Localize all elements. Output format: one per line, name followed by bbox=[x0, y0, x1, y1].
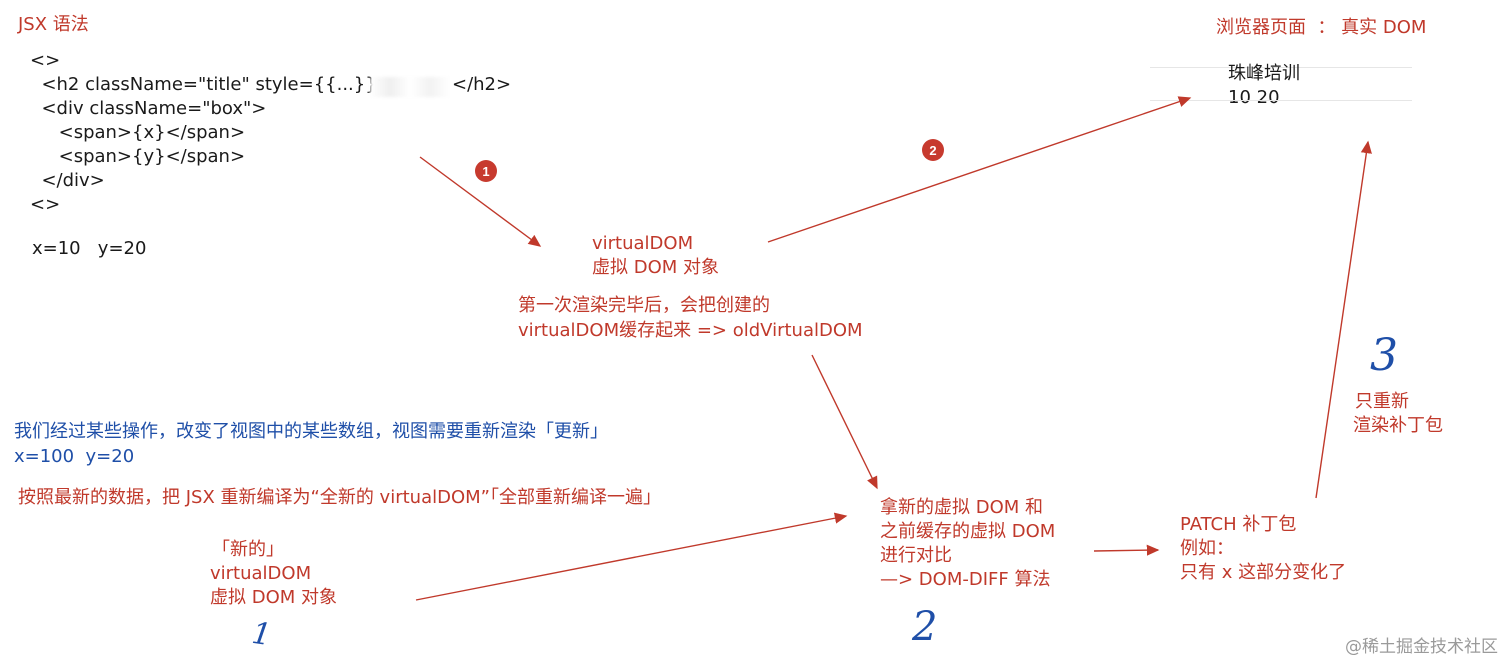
diff-line-2: 之前缓存的虚拟 DOM bbox=[880, 521, 1056, 542]
diff-line-3: 进行对比 bbox=[880, 545, 952, 566]
code-line: </h2> bbox=[452, 74, 512, 95]
cache-note-2: virtualDOM缓存起来 => oldVirtualDOM bbox=[518, 320, 863, 341]
code-line: <span>{y}</span> bbox=[30, 146, 246, 167]
handwritten-step-1: 1 bbox=[249, 615, 274, 654]
arrow-newvdom-to-diff bbox=[415, 512, 848, 601]
browser-line-2: 10 20 bbox=[1228, 87, 1280, 108]
patch-line-2: 例如： bbox=[1180, 538, 1234, 559]
update-values: x=100 y=20 bbox=[14, 446, 135, 467]
arrow-vdom-to-diff bbox=[811, 354, 878, 490]
step-badge-2: 2 bbox=[922, 139, 944, 161]
divider bbox=[1150, 100, 1412, 101]
jsx-vars: x=10 y=20 bbox=[32, 238, 147, 259]
code-line: </div> bbox=[30, 170, 105, 191]
arrow-diff-to-patch bbox=[1093, 544, 1160, 556]
code-line: <> bbox=[30, 50, 61, 71]
patch-line-3: 只有 x 这部分变化了 bbox=[1180, 562, 1347, 583]
vdom-subtitle: 虚拟 DOM 对象 bbox=[592, 257, 720, 278]
diff-line-1: 拿新的虚拟 DOM 和 bbox=[880, 497, 1044, 518]
cache-note-1: 第一次渲染完毕后，会把创建的 bbox=[518, 295, 770, 316]
rerender-line-2: 渲染补丁包 bbox=[1353, 415, 1443, 436]
watermark: @稀土掘金技术社区 bbox=[1345, 637, 1498, 657]
code-line: <> bbox=[30, 194, 61, 215]
step-badge-1: 1 bbox=[475, 160, 497, 182]
patch-line-1: PATCH 补丁包 bbox=[1180, 514, 1297, 535]
arrow-patch-to-browser bbox=[1315, 140, 1372, 499]
code-line: <div className="box"> bbox=[30, 98, 267, 119]
new-vdom-label: 「新的」 bbox=[212, 539, 284, 560]
code-line: <h2 className="title" style={{...}}> bbox=[30, 74, 392, 95]
diff-line-4: —> DOM-DIFF 算法 bbox=[880, 569, 1051, 590]
handwritten-step-2: 2 bbox=[912, 604, 938, 650]
handwritten-step-3: 3 bbox=[1370, 330, 1398, 381]
vdom-title: virtualDOM bbox=[592, 233, 694, 254]
rerender-line-1: 只重新 bbox=[1355, 391, 1409, 412]
recompile-note: 按照最新的数据，把 JSX 重新编译为“全新的 virtualDOM”「全部重新… bbox=[18, 487, 661, 508]
update-note: 我们经过某些操作，改变了视图中的某些数组，视图需要重新渲染「更新」 bbox=[14, 421, 608, 442]
redacted-text bbox=[370, 77, 450, 97]
arrow-vdom-to-browser bbox=[767, 96, 1192, 243]
new-vdom-title: virtualDOM bbox=[210, 563, 312, 584]
browser-heading: 浏览器页面 ： 真实 DOM bbox=[1216, 17, 1427, 38]
code-line: <span>{x}</span> bbox=[30, 122, 246, 143]
new-vdom-subtitle: 虚拟 DOM 对象 bbox=[210, 587, 338, 608]
browser-line-1: 珠峰培训 bbox=[1228, 63, 1300, 84]
divider bbox=[1150, 67, 1412, 68]
jsx-heading: JSX 语法 bbox=[18, 14, 89, 35]
